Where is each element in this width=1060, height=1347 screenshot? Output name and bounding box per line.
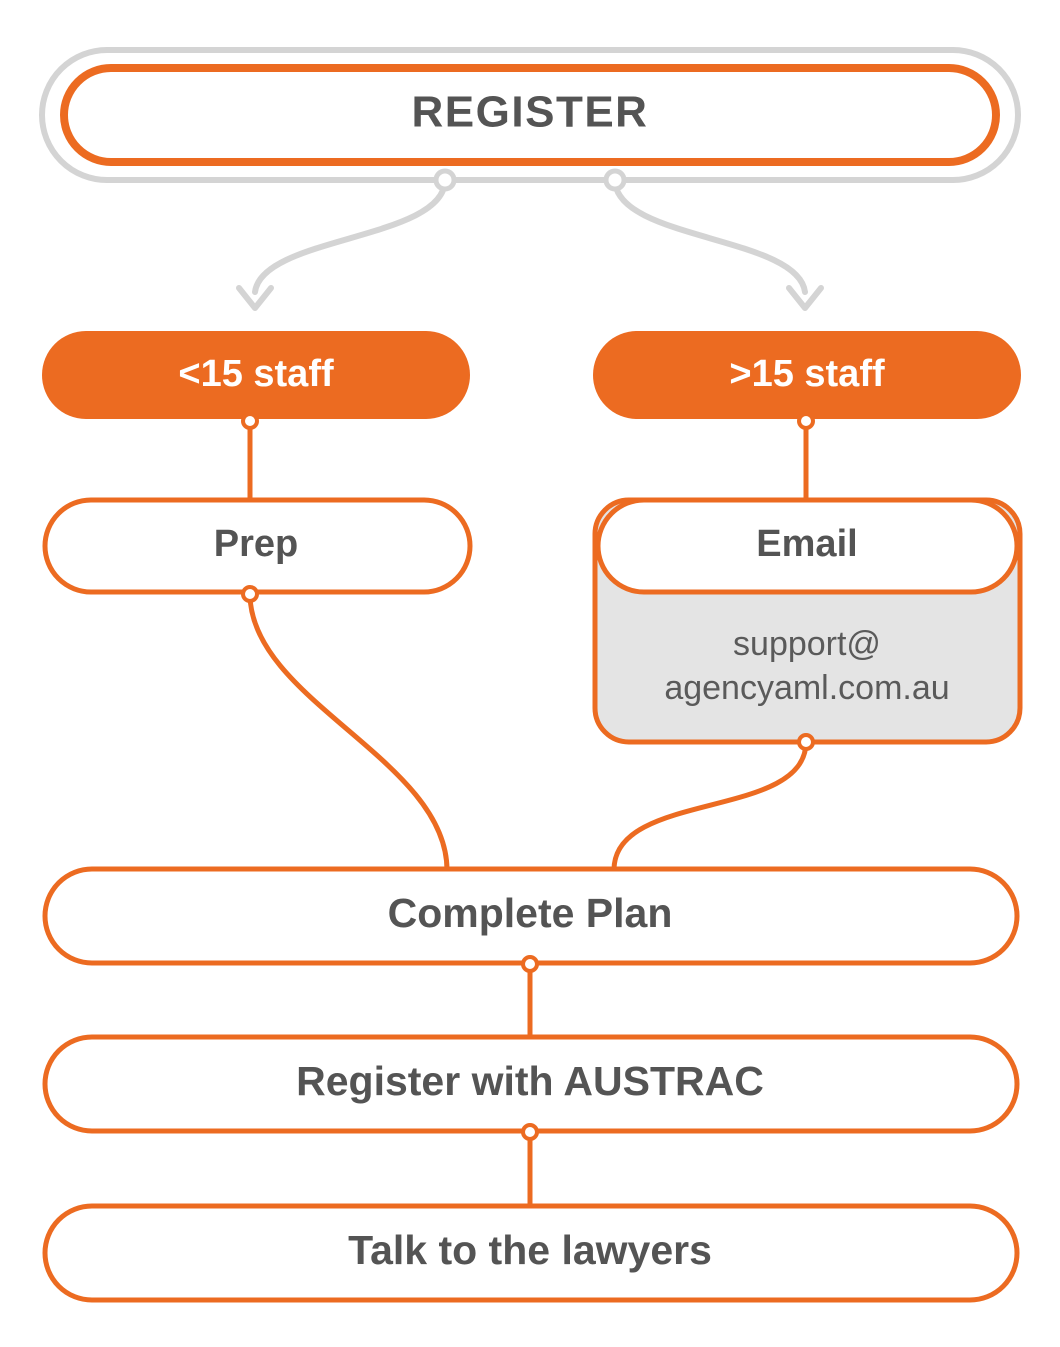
- node-register[interactable]: REGISTER: [39, 47, 1021, 183]
- anchor-small-staff-bottom[interactable]: [241, 412, 259, 430]
- connector-email-to-complete-plan: [611, 739, 809, 873]
- node-talk-lawyers[interactable]: Talk to the lawyers: [42, 1203, 1020, 1303]
- anchor-complete-plan-bottom[interactable]: [521, 955, 539, 973]
- connector-register-to-small-staff: [252, 177, 448, 295]
- anchor-register-austrac-bottom[interactable]: [521, 1123, 539, 1141]
- node-email[interactable]: Email support@ agencyaml.com.au: [592, 497, 1023, 745]
- node-branch-large-staff-shape: [593, 331, 1021, 419]
- node-branch-large-staff-label: >15 staff: [729, 353, 885, 395]
- connector-group-orange: [247, 415, 809, 1209]
- connector-register-to-large-staff: [612, 177, 808, 295]
- connector-group-gray: [236, 177, 824, 311]
- node-register-austrac[interactable]: Register with AUSTRAC: [42, 1034, 1020, 1134]
- node-complete-plan[interactable]: Complete Plan: [42, 866, 1020, 966]
- node-register-inner-frame: [60, 64, 1000, 166]
- node-branch-small-staff-label: <15 staff: [178, 353, 334, 395]
- anchor-email-bottom[interactable]: [797, 733, 815, 751]
- node-branch-large-staff[interactable]: >15 staff: [593, 331, 1021, 419]
- node-prep-label: Prep: [214, 523, 298, 565]
- anchor-large-staff-bottom[interactable]: [797, 412, 815, 430]
- node-email-label: Email: [756, 523, 857, 565]
- node-talk-lawyers-label: Talk to the lawyers: [348, 1227, 712, 1273]
- anchor-prep-bottom[interactable]: [241, 585, 259, 603]
- node-email-header-shape: [595, 497, 1020, 595]
- node-talk-lawyers-shape: [42, 1203, 1020, 1303]
- node-email-body-line-1: support@: [733, 625, 881, 663]
- node-email-body-line-2: agencyaml.com.au: [664, 669, 949, 707]
- anchor-register-right[interactable]: [603, 168, 627, 192]
- connector-prep-to-complete-plan: [247, 591, 450, 873]
- node-complete-plan-label: Complete Plan: [388, 890, 673, 936]
- node-branch-small-staff[interactable]: <15 staff: [42, 331, 470, 419]
- node-register-austrac-label: Register with AUSTRAC: [296, 1058, 764, 1104]
- arrowhead-small-staff-icon: [236, 285, 274, 311]
- anchor-register-left[interactable]: [433, 168, 457, 192]
- node-prep[interactable]: Prep: [42, 497, 473, 595]
- arrowhead-large-staff-icon: [786, 285, 824, 311]
- node-register-label: REGISTER: [412, 88, 649, 137]
- node-branch-small-staff-shape: [42, 331, 470, 419]
